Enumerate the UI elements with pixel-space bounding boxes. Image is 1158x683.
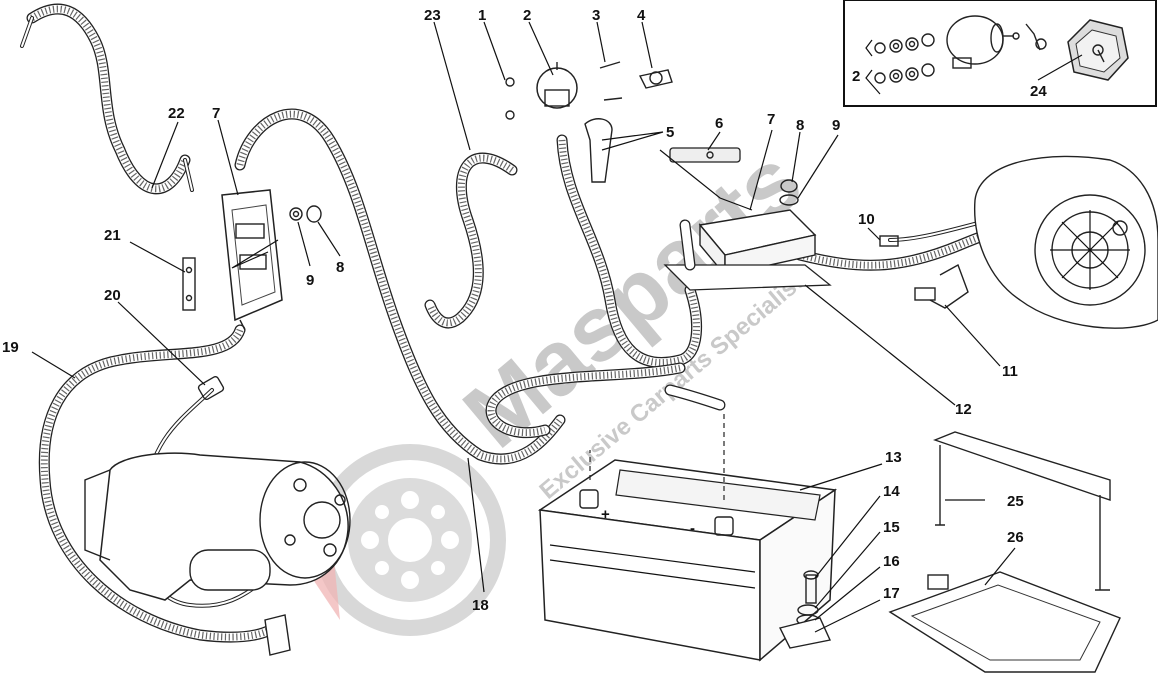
cable-22 [20,3,194,195]
callout-11: 11 [1002,363,1018,380]
bracket-21 [182,257,196,311]
callout-12: 12 [955,401,972,418]
battery-clamp [778,570,832,649]
callout-15: 15 [883,519,900,536]
callout-18: 18 [472,597,489,614]
fuse-holder-4 [638,69,673,89]
callout-8-right: 8 [796,117,804,134]
callout-24: 24 [1030,83,1047,100]
battery: + - [537,410,838,662]
callout-3: 3 [592,7,600,24]
callout-6: 6 [715,115,723,132]
cable-23 [424,152,518,329]
inset-terminal-cap [946,15,1020,69]
inset-hex-cover [1067,19,1129,81]
washer-nut-right [779,179,799,206]
callout-21: 21 [104,227,121,244]
callout-20: 20 [104,287,121,304]
callout-5: 5 [666,124,674,141]
battery-tray-26 [888,571,1121,673]
battery-negative-terminal: - [690,520,695,537]
callout-23: 23 [424,7,441,24]
inset-ring-terminal [1025,23,1047,51]
clip-11 [914,263,969,309]
callout-4: 4 [637,7,646,24]
callout-2: 2 [523,7,531,24]
alternator [973,155,1158,329]
callout-22: 22 [168,105,185,122]
callout-9-right: 9 [832,117,840,134]
callout-9-left: 9 [306,272,314,289]
callout-13: 13 [885,449,902,466]
callouts: 23 1 2 3 4 22 7 5 6 7 8 9 21 9 8 10 20 1… [2,7,1047,614]
connector-10 [879,235,899,247]
callout-16: 16 [883,553,900,570]
callout-17: 17 [883,585,900,602]
callout-8-left: 8 [336,259,344,276]
callout-19: 19 [2,339,19,356]
callout-1: 1 [478,7,486,24]
cable-main-battery [485,134,726,439]
callout-14: 14 [883,483,900,500]
junction-post [505,61,623,120]
callout-7-right: 7 [767,111,775,128]
inset-washers [865,33,935,95]
battery-positive-terminal: + [601,506,610,523]
fuse-strip-6 [669,147,741,163]
cable-18 [234,108,566,465]
starter-motor [84,452,351,656]
cable-19 [38,324,276,643]
callout-2-inset: 2 [852,68,860,85]
fuse-box-center [663,209,832,291]
inset-box [843,0,1157,107]
battery-bracket-25 [932,431,1111,591]
relay-box-left [221,189,283,331]
callout-10: 10 [858,211,875,228]
callout-7-left: 7 [212,105,220,122]
leader-lines [31,21,1083,633]
terminal-boot-5 [584,118,613,183]
washer-nut-left [289,205,322,223]
callout-25: 25 [1007,493,1024,510]
callout-26: 26 [1007,529,1024,546]
